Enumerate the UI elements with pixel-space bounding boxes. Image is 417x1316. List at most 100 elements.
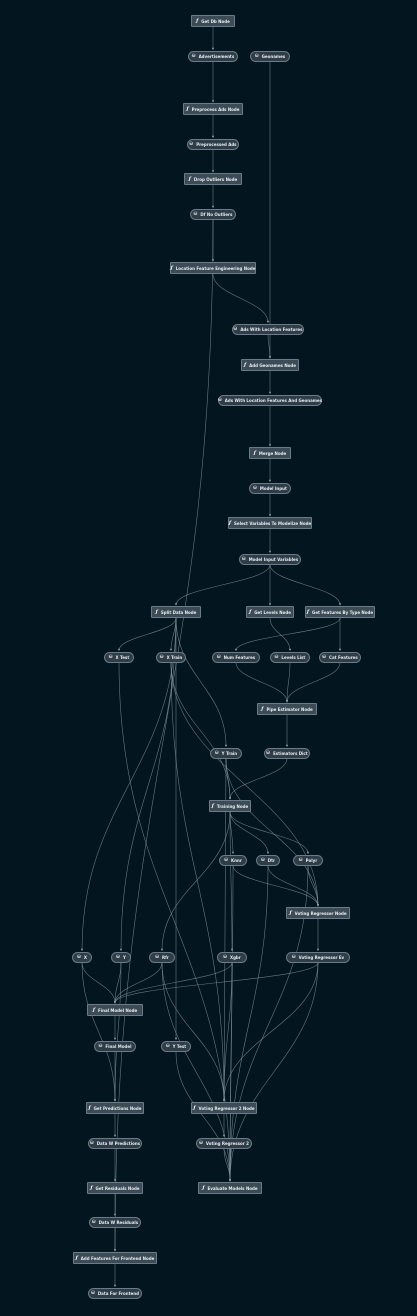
dataset-icon: ⛁ (91, 1290, 95, 1296)
node-y-test[interactable]: ⛁Y Test (161, 1040, 191, 1052)
node-num-feat[interactable]: ⛁Num Features (212, 651, 260, 663)
edge (229, 811, 270, 855)
node-polyr[interactable]: ⛁Polyr (293, 854, 323, 866)
function-icon: ƒ (244, 362, 247, 368)
node-label: Get Db Node (201, 18, 230, 24)
function-icon: ƒ (202, 1185, 205, 1191)
edge (228, 865, 269, 1182)
function-icon: ƒ (228, 520, 231, 526)
node-model-input[interactable]: ⛁Model Input (249, 482, 291, 494)
dataset-icon: ⛁ (253, 485, 257, 491)
node-knnr[interactable]: ⛁Knnr (219, 854, 247, 866)
node-voting-ds[interactable]: ⛁Voting Regressor Ev (286, 951, 350, 963)
edge (113, 962, 163, 1004)
node-x-train[interactable]: ⛁X Train (156, 651, 186, 663)
edge (235, 662, 289, 703)
function-icon: ƒ (155, 609, 158, 615)
node-pre-ads[interactable]: ⛁Preprocessed Ads (187, 138, 239, 150)
function-icon: ƒ (90, 1185, 93, 1191)
node-data-front[interactable]: ⛁Data For Frontend (88, 1287, 142, 1299)
node-data-resid[interactable]: ⛁Data W Residuals (89, 1216, 141, 1228)
edge (117, 617, 177, 652)
edge (81, 962, 117, 1102)
node-cat-feat[interactable]: ⛁Cat Features (319, 651, 361, 663)
function-icon: ƒ (170, 265, 173, 271)
node-label: Xgbr (229, 954, 241, 960)
function-icon: ƒ (196, 18, 199, 24)
dataset-icon: ⛁ (191, 53, 196, 59)
node-dtr[interactable]: ⛁Dtr (256, 854, 280, 866)
dataset-icon: ⛁ (266, 750, 271, 756)
dataset-icon: ⛁ (322, 654, 327, 660)
node-label: Select Variables To Modelize Node (233, 520, 312, 526)
edge (175, 1051, 232, 1182)
node-label: X (83, 954, 87, 960)
node-y-train[interactable]: ⛁Y Train (210, 747, 242, 759)
edge (234, 617, 341, 652)
function-icon: ƒ (249, 609, 252, 615)
dataset-icon: ⛁ (216, 654, 221, 660)
edge (225, 758, 320, 907)
dataset-icon: ⛁ (199, 1140, 203, 1146)
node-geonames[interactable]: ⛁Geonames (250, 50, 290, 62)
node-label: Levels List (281, 654, 306, 660)
dataset-icon: ⛁ (193, 211, 198, 217)
dataset-icon: ⛁ (217, 397, 222, 403)
dataset-icon: ⛁ (224, 857, 228, 863)
node-data-pred[interactable]: ⛁Data W Predictions (88, 1137, 142, 1149)
dataset-icon: ⛁ (189, 141, 194, 147)
node-y[interactable]: ⛁Y (111, 951, 131, 963)
node-est-dict[interactable]: ⛁Estimators Dict (264, 747, 310, 759)
dataset-icon: ⛁ (89, 1140, 94, 1146)
node-ads-loc-geo[interactable]: ⛁Ads With Location Features And Geonames (217, 394, 322, 406)
node-model-input-vars[interactable]: ⛁Model Input Variables (239, 553, 301, 565)
node-xgbr[interactable]: ⛁Xgbr (217, 951, 247, 963)
node-label: Pipe Estimator Node (266, 706, 313, 712)
node-label: Get Residuals Node (95, 1185, 140, 1191)
function-icon: ƒ (188, 176, 191, 182)
node-label: Evaluate Models Node (207, 1185, 258, 1191)
node-rfr[interactable]: ⛁Rfr (149, 951, 175, 963)
node-x[interactable]: ⛁X (72, 951, 92, 963)
node-label: Y Test (172, 1043, 187, 1049)
node-label: Data W Predictions (96, 1140, 141, 1146)
node-ads-loc[interactable]: ⛁Ads With Location Features (232, 323, 304, 335)
dataset-icon: ⛁ (241, 556, 246, 562)
node-label: Get Features By Type Node (312, 609, 374, 615)
edge (81, 962, 117, 1004)
edge (285, 662, 291, 703)
node-df-no-out[interactable]: ⛁Df No Outliers (190, 208, 236, 220)
node-voting2[interactable]: ⛁Voting Regressor 2 (196, 1137, 252, 1149)
edge (113, 962, 233, 1004)
node-final-model[interactable]: ⛁Final Model (94, 1040, 136, 1052)
node-x-test[interactable]: ⛁X Test (104, 651, 134, 663)
node-label: X Test (115, 654, 130, 660)
node-levels-list[interactable]: ⛁Levels List (270, 651, 310, 663)
function-icon: ƒ (289, 910, 292, 916)
edge (174, 564, 271, 606)
node-adverts[interactable]: ⛁Advertisements (188, 50, 238, 62)
node-label: Num Features (223, 654, 256, 660)
dataset-icon: ⛁ (98, 1043, 103, 1049)
node-label: Merge Node (258, 450, 287, 456)
function-icon: ƒ (92, 1007, 95, 1013)
